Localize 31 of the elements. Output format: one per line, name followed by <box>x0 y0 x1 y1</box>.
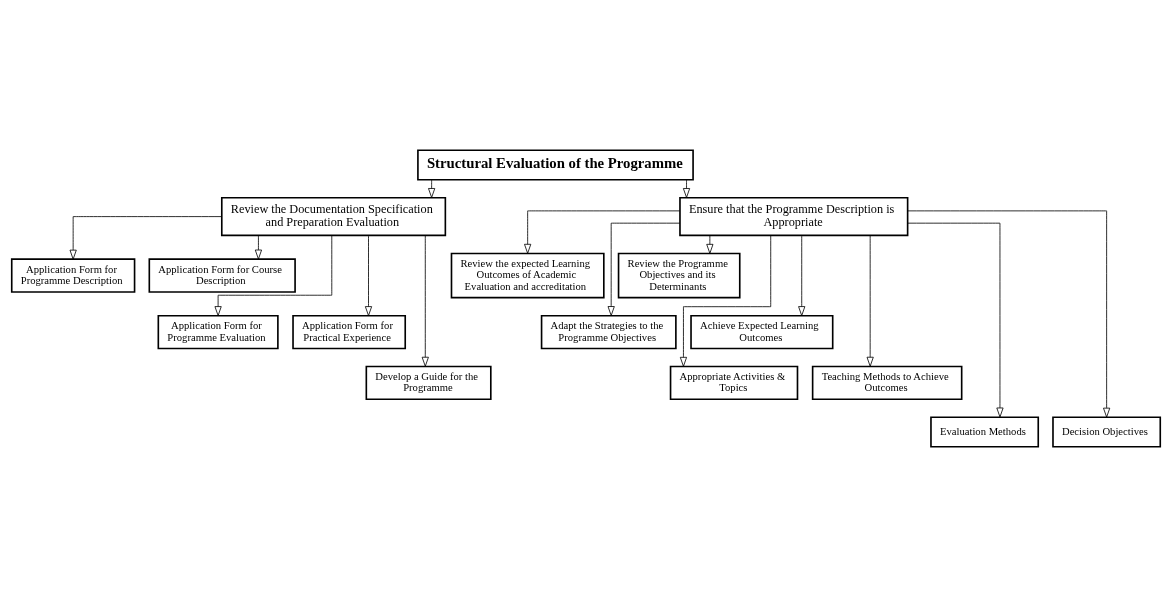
node-box: Review the Programme Objectives and its Determinants <box>617 252 741 299</box>
node-box: Adapt the Strategies to the Programme Objectives <box>540 314 677 350</box>
arrow <box>706 235 714 254</box>
node-box: Application Form for Course Description <box>148 258 296 293</box>
arrow <box>254 235 262 260</box>
node-box: Decision Objectives <box>1052 416 1162 448</box>
arrow <box>907 222 1004 418</box>
node-box: Evaluation Methods <box>930 416 1040 448</box>
arrow <box>524 210 681 254</box>
arrow <box>607 222 681 316</box>
node-box: Ensure that the Programme Description is Appropriate <box>679 196 909 237</box>
node-box: Develop a Guide for the Programme <box>365 365 492 401</box>
arrow <box>679 235 772 367</box>
arrow <box>682 179 691 198</box>
node-box: Appropriate Activities & Topics <box>669 365 799 401</box>
node-box: Achieve Expected Learning Outcomes <box>690 314 834 350</box>
node-box: Application Form for Programme Description <box>10 258 136 293</box>
node-box: Review the Documentation Specification and Preparation Evaluation <box>220 196 447 237</box>
node-box: Teaching Methods to Achieve Outcomes <box>811 365 963 401</box>
arrow <box>866 235 874 367</box>
arrow <box>421 235 429 367</box>
arrow <box>69 216 222 260</box>
node-box: Application Form for Practical Experience <box>292 314 407 350</box>
node-box: Structural Evaluation of the Programme <box>417 149 694 181</box>
node-box: Application Form for Programme Evaluation <box>157 314 279 350</box>
node-box: Review the expected Learning Outcomes of Academic Evaluation and accreditation <box>450 252 605 299</box>
arrow <box>364 235 373 316</box>
arrow <box>214 235 333 316</box>
arrow <box>907 210 1111 418</box>
arrow <box>798 235 806 316</box>
arrow <box>428 179 436 198</box>
